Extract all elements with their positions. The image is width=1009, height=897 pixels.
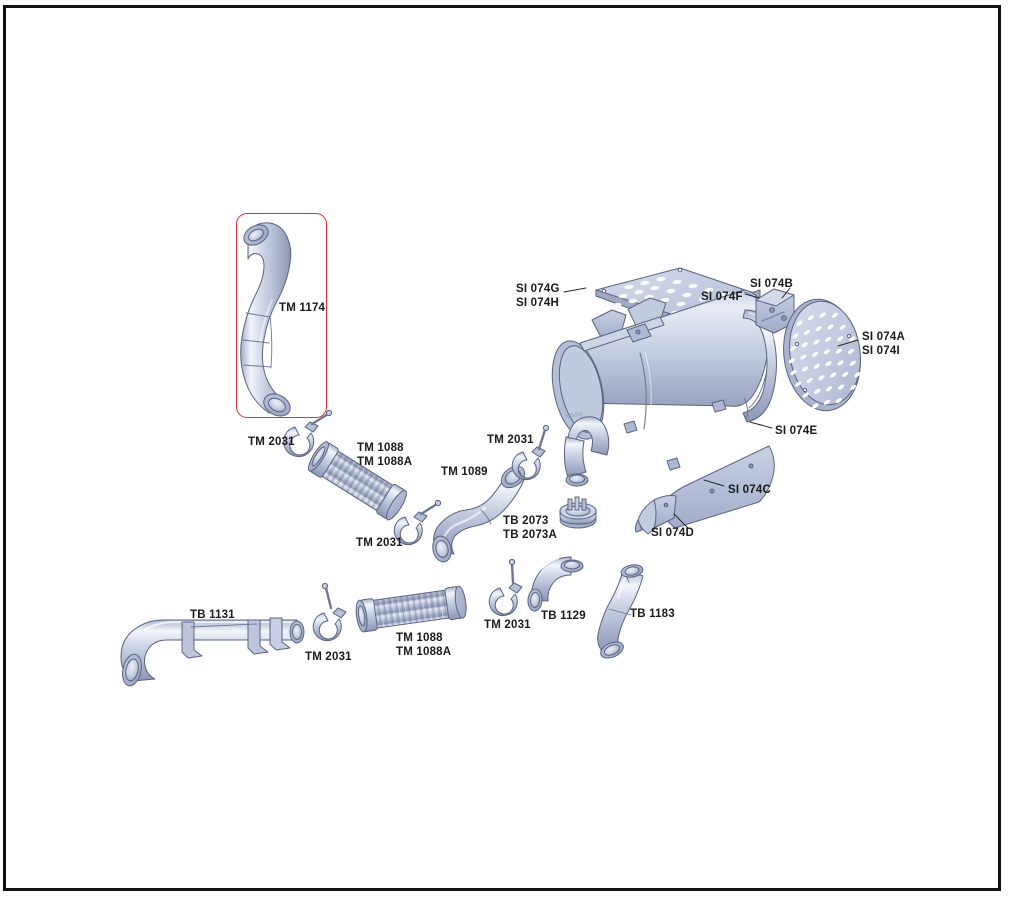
part-tb-1129[interactable]: [527, 556, 584, 612]
label-tm-1089: TM 1089: [441, 465, 488, 479]
label-line: TB 1129: [541, 610, 586, 622]
part-tm-1174[interactable]: [240, 221, 294, 421]
label-line: TB 1183: [630, 608, 675, 620]
label-tb-1131: TB 1131: [190, 608, 235, 622]
label-line: SI 074A: [862, 331, 905, 343]
part-tm-2031-c[interactable]: [511, 424, 550, 481]
label-line: TM 2031: [305, 651, 352, 663]
label-tm-2031-a: TM 2031: [248, 435, 295, 449]
label-si-074f: SI 074F: [701, 290, 743, 304]
part-tb-1183[interactable]: [597, 563, 644, 661]
label-si-074ai: SI 074A SI 074I: [862, 330, 905, 358]
part-tb-2073[interactable]: [559, 496, 597, 529]
label-tm-2031-d: TM 2031: [305, 650, 352, 664]
label-tm-1088-a: TM 1088 TM 1088A: [357, 441, 412, 469]
label-si-074gh: SI 074G SI 074H: [516, 282, 560, 310]
label-line: TM 2031: [487, 434, 534, 446]
label-si-074d: SI 074D: [651, 526, 694, 540]
label-line: TM 1088A: [396, 646, 452, 658]
part-si-074d[interactable]: [634, 495, 677, 535]
label-si-074c: SI 074C: [728, 483, 771, 497]
label-tb-2073: TB 2073 TB 2073A: [503, 514, 557, 542]
label-tm-2031-b: TM 2031: [356, 536, 403, 550]
label-line: TM 1174: [279, 302, 326, 314]
label-line: TM 2031: [356, 537, 403, 549]
leader-lines: [563, 287, 859, 529]
label-line: SI 074I: [862, 345, 900, 357]
label-line: SI 074G: [516, 283, 560, 295]
part-tm-2031-e[interactable]: [488, 558, 523, 617]
label-tm-1174: TM 1174: [279, 301, 325, 315]
label-line: TB 2073A: [503, 529, 558, 541]
label-si-074b: SI 074B: [750, 277, 793, 291]
label-line: SI 074F: [701, 291, 743, 303]
part-tb-1131[interactable]: [120, 617, 306, 688]
label-line: TM 1089: [441, 466, 488, 478]
part-si-074b[interactable]: [755, 288, 795, 334]
label-tm-2031-c: TM 2031: [487, 433, 534, 447]
label-line: SI 074C: [728, 484, 771, 496]
label-line: TM 2031: [484, 619, 531, 631]
diagram-frame: [3, 5, 1001, 891]
label-tb-1129: TB 1129: [541, 609, 586, 623]
label-line: TM 2031: [248, 436, 295, 448]
part-tm-2031-d[interactable]: [312, 582, 347, 642]
label-line: TB 2073: [503, 515, 549, 527]
label-tb-1183: TB 1183: [630, 607, 675, 621]
label-line: TM 1088A: [357, 456, 413, 468]
part-si-074a[interactable]: [777, 294, 868, 415]
label-tm-1088-b: TM 1088 TM 1088A: [396, 631, 451, 659]
label-line: SI 074B: [750, 278, 793, 290]
part-tm-1088-b[interactable]: [354, 585, 467, 633]
part-tm-2031-b[interactable]: [393, 499, 442, 546]
label-line: SI 074D: [651, 527, 694, 539]
label-line: SI 074E: [775, 425, 818, 437]
label-line: TM 1088: [396, 632, 443, 644]
part-tm-1088-a[interactable]: [305, 439, 410, 522]
label-line: SI 074H: [516, 297, 559, 309]
label-line: TB 1131: [190, 609, 235, 621]
part-si-074e: [743, 397, 749, 421]
part-silencer-body[interactable]: MMM: [544, 289, 771, 487]
label-si-074e: SI 074E: [775, 424, 817, 438]
label-line: TM 1088: [357, 442, 404, 454]
label-tm-2031-e: TM 2031: [484, 618, 531, 632]
svg-text:MMM: MMM: [565, 411, 584, 421]
